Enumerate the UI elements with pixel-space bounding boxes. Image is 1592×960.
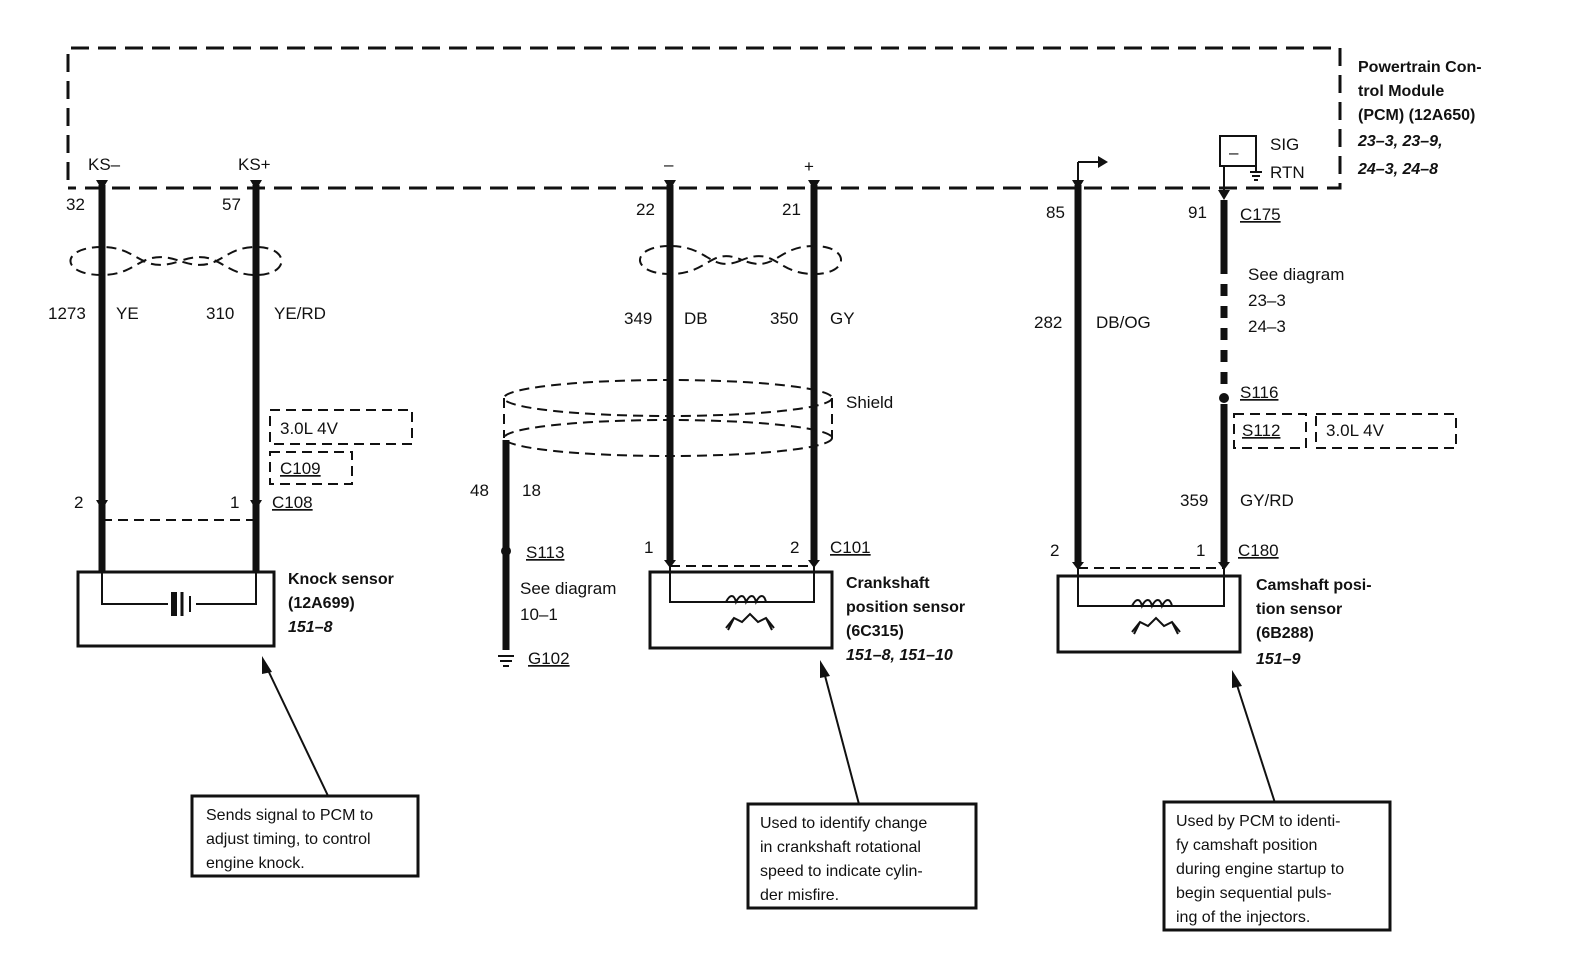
pcm-ref-line1: 23–3, 23–9, bbox=[1357, 133, 1443, 150]
crank-twisted-pair bbox=[639, 244, 842, 276]
cam-reference-arrow bbox=[1077, 156, 1108, 190]
crank-note-line3: speed to indicate cylin- bbox=[760, 863, 923, 880]
cam-splice-b: S112 bbox=[1242, 421, 1280, 440]
knock-name-line2: (12A699) bbox=[288, 595, 355, 612]
sig-label: SIG bbox=[1270, 135, 1299, 154]
crank-name-line1: Crankshaft bbox=[846, 575, 930, 592]
knock-engine-tag-box bbox=[269, 409, 413, 445]
pcm-ref-line2: 24–3, 24–8 bbox=[1357, 161, 1438, 178]
cam-note-line5: ing of the injectors. bbox=[1176, 909, 1310, 926]
cam-conn-pin-b: 1 bbox=[1196, 541, 1205, 560]
crank-ref: 151–8, 151–10 bbox=[846, 647, 953, 664]
crank-color-b: GY bbox=[830, 309, 855, 328]
crank-pin-b: 21 bbox=[782, 200, 801, 219]
knock-circuit-b: 310 bbox=[206, 304, 234, 323]
cam-coil-icon bbox=[1131, 599, 1173, 609]
cam-splice-a: S116 bbox=[1240, 383, 1278, 402]
cam-name-line2: tion sensor bbox=[1256, 601, 1342, 618]
crank-coil-icon bbox=[725, 595, 767, 605]
knock-engine-tag: 3.0L 4V bbox=[280, 419, 339, 438]
crank-splice: S113 bbox=[526, 543, 564, 562]
cam-splice-b-box bbox=[1233, 413, 1307, 449]
pin-label-plus: + bbox=[804, 157, 814, 176]
crank-circuit-a: 349 bbox=[624, 309, 652, 328]
crank-pin-a: 22 bbox=[636, 200, 655, 219]
cam-pin-b: 91 bbox=[1188, 203, 1207, 222]
crank-see-line1: See diagram bbox=[520, 579, 616, 598]
cam-name-line3: (6B288) bbox=[1256, 625, 1314, 642]
pin-label-ks-plus: KS+ bbox=[238, 155, 271, 174]
knock-sensor-circuit: 32 57 1273 YE 310 YE/RD 3.0L 4V C109 C10… bbox=[48, 180, 420, 878]
crank-conn-pin-b: 2 bbox=[790, 538, 799, 557]
rtn-label: RTN bbox=[1270, 163, 1305, 182]
knock-note-line1: Sends signal to PCM to bbox=[206, 807, 373, 824]
pin-label-ks-minus: KS– bbox=[88, 155, 121, 174]
knock-note-line3: engine knock. bbox=[206, 855, 305, 872]
knock-ref: 151–8 bbox=[288, 619, 333, 636]
cam-reluctor-icon bbox=[1131, 616, 1181, 635]
cam-color-b: GY/RD bbox=[1240, 491, 1294, 510]
pcm-module: Powertrain Con- trol Module (PCM) (12A65… bbox=[66, 46, 1482, 190]
knock-connector: C108 bbox=[272, 493, 313, 512]
knock-alt-connector: C109 bbox=[280, 459, 321, 478]
cam-name-line1: Camshaft posi- bbox=[1256, 577, 1372, 594]
pcm-title-line1: Powertrain Con- bbox=[1358, 59, 1482, 76]
knock-color-a: YE bbox=[116, 304, 139, 323]
crank-circuit-b: 350 bbox=[770, 309, 798, 328]
cam-pcm-connector: C175 bbox=[1240, 205, 1281, 224]
crank-conn-pin-a: 1 bbox=[644, 538, 653, 557]
cam-note-line1: Used by PCM to identi- bbox=[1176, 813, 1341, 830]
cam-circuit-a: 282 bbox=[1034, 313, 1062, 332]
cam-note-line3: during engine startup to bbox=[1176, 861, 1344, 878]
crank-ground: G102 bbox=[528, 649, 570, 668]
cam-note-line4: begin sequential puls- bbox=[1176, 885, 1332, 902]
knock-note-box bbox=[190, 794, 420, 878]
rtn-minus-label: – bbox=[1229, 143, 1239, 162]
crank-note-line4: der misfire. bbox=[760, 887, 839, 904]
cam-note-box bbox=[1162, 800, 1392, 932]
cam-engine-tag-box bbox=[1315, 413, 1457, 449]
cam-engine-tag: 3.0L 4V bbox=[1326, 421, 1385, 440]
camshaft-sensor-circuit: 85 91 C175 282 DB/OG See diagram 23–3 24… bbox=[1034, 166, 1457, 932]
knock-circuit-a: 1273 bbox=[48, 304, 86, 323]
crank-note-line1: Used to identify change bbox=[760, 815, 927, 832]
cam-connector: C180 bbox=[1238, 541, 1279, 560]
knock-conn-pin-b: 1 bbox=[230, 493, 239, 512]
crank-name-line2: position sensor bbox=[846, 599, 965, 616]
cam-see-line3: 24–3 bbox=[1248, 317, 1286, 336]
crankshaft-sensor-box bbox=[648, 570, 834, 650]
knock-alt-connector-box bbox=[269, 451, 353, 485]
cam-see-line2: 23–3 bbox=[1248, 291, 1286, 310]
knock-conn-pin-a: 2 bbox=[74, 493, 83, 512]
pin-label-minus: – bbox=[664, 155, 674, 174]
crankshaft-sensor-circuit: 22 21 349 DB 350 GY Shield 48 18 S113 Se… bbox=[470, 180, 978, 910]
knock-color-b: YE/RD bbox=[274, 304, 326, 323]
cam-conn-pin-a: 2 bbox=[1050, 541, 1059, 560]
camshaft-sensor-box bbox=[1056, 574, 1242, 654]
crank-color-a: DB bbox=[684, 309, 708, 328]
cam-see-line1: See diagram bbox=[1248, 265, 1344, 284]
cam-ref: 151–9 bbox=[1256, 651, 1301, 668]
cam-note-line2: fy camshaft position bbox=[1176, 837, 1317, 854]
knock-pin-a: 32 bbox=[66, 195, 85, 214]
shield-label: Shield bbox=[846, 393, 893, 412]
crank-note-box bbox=[746, 802, 978, 910]
crank-note-line2: in crankshaft rotational bbox=[760, 839, 921, 856]
pcm-title-line3: (PCM) (12A650) bbox=[1358, 107, 1475, 124]
shield-gauge: 18 bbox=[522, 481, 541, 500]
crank-name-line3: (6C315) bbox=[846, 623, 904, 640]
knock-name-line1: Knock sensor bbox=[288, 571, 394, 588]
knock-pin-b: 57 bbox=[222, 195, 241, 214]
crank-connector: C101 bbox=[830, 538, 871, 557]
shield-circuit: 48 bbox=[470, 481, 489, 500]
cam-circuit-b: 359 bbox=[1180, 491, 1208, 510]
crank-see-line2: 10–1 bbox=[520, 605, 558, 624]
knock-note-line2: adjust timing, to control bbox=[206, 831, 371, 848]
cam-pin-a: 85 bbox=[1046, 203, 1065, 222]
pcm-title-line2: trol Module bbox=[1358, 83, 1444, 100]
cam-color-a: DB/OG bbox=[1096, 313, 1151, 332]
sig-rtn-element: – SIG RTN bbox=[1219, 135, 1305, 182]
crank-reluctor-icon bbox=[725, 612, 775, 631]
